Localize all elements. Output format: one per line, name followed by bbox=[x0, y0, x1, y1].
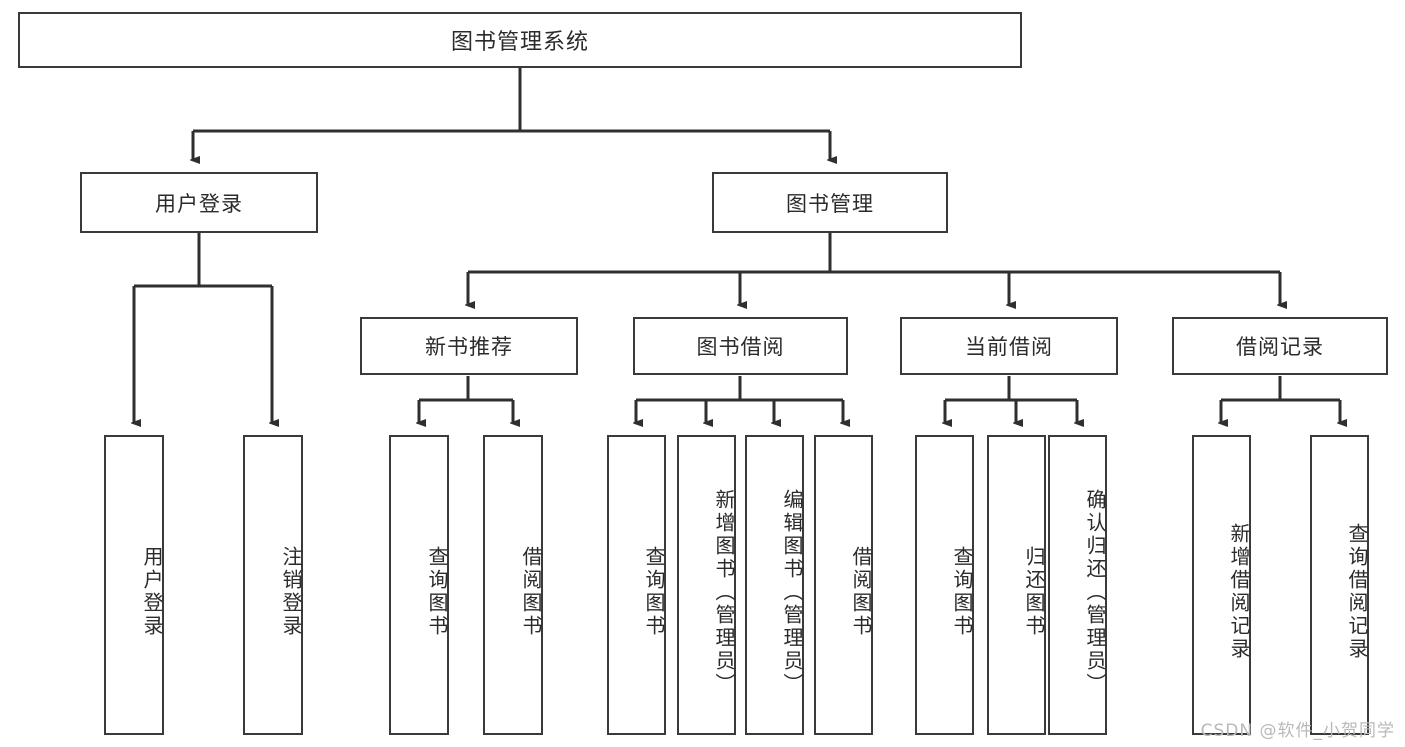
leaf-current-confirm-return[interactable]: 确认归还（管理员） bbox=[1048, 435, 1107, 735]
node-book-management[interactable]: 图书管理 bbox=[712, 172, 948, 233]
node-book-borrow[interactable]: 图书借阅 bbox=[633, 317, 848, 375]
node-label: 借阅图书 bbox=[849, 546, 873, 638]
leaf-record-query[interactable]: 查询借阅记录 bbox=[1310, 435, 1369, 735]
node-user-login[interactable]: 用户登录 bbox=[80, 172, 318, 233]
node-label: 新增图书（管理员） bbox=[712, 488, 736, 696]
node-root-system[interactable]: 图书管理系统 bbox=[18, 12, 1022, 68]
node-label: 查询图书 bbox=[950, 546, 974, 638]
leaf-new-book-query[interactable]: 查询图书 bbox=[389, 435, 449, 735]
leaf-borrow-add-book[interactable]: 新增图书（管理员） bbox=[677, 435, 736, 735]
node-label: 查询借阅记录 bbox=[1345, 523, 1369, 661]
node-label: 图书管理 bbox=[786, 191, 874, 216]
leaf-borrow-edit-book[interactable]: 编辑图书（管理员） bbox=[745, 435, 804, 735]
leaf-borrow-query-book[interactable]: 查询图书 bbox=[607, 435, 666, 735]
node-label: 借阅图书 bbox=[519, 546, 543, 638]
node-label: 新增借阅记录 bbox=[1227, 523, 1251, 661]
leaf-new-book-borrow[interactable]: 借阅图书 bbox=[483, 435, 543, 735]
node-label: 图书管理系统 bbox=[450, 30, 589, 55]
node-label: 借阅记录 bbox=[1236, 335, 1324, 359]
node-current-borrow[interactable]: 当前借阅 bbox=[900, 317, 1118, 375]
node-label: 图书借阅 bbox=[696, 335, 785, 359]
node-new-book-recommend[interactable]: 新书推荐 bbox=[360, 317, 578, 375]
node-label: 归还图书 bbox=[1022, 546, 1046, 638]
node-label: 查询图书 bbox=[425, 546, 449, 638]
node-label: 确认归还（管理员） bbox=[1083, 488, 1107, 696]
leaf-current-return-book[interactable]: 归还图书 bbox=[987, 435, 1046, 735]
node-label: 查询图书 bbox=[642, 546, 666, 638]
node-label: 当前借阅 bbox=[965, 335, 1053, 359]
node-label: 新书推荐 bbox=[425, 335, 513, 359]
node-label: 编辑图书（管理员） bbox=[780, 488, 804, 696]
leaf-current-query-book[interactable]: 查询图书 bbox=[915, 435, 974, 735]
node-label: 用户登录 bbox=[140, 546, 164, 638]
node-label: 用户登录 bbox=[155, 191, 243, 216]
leaf-user-login-login[interactable]: 用户登录 bbox=[104, 435, 164, 735]
node-label: 注销登录 bbox=[279, 546, 303, 638]
leaf-record-add[interactable]: 新增借阅记录 bbox=[1192, 435, 1251, 735]
leaf-borrow-borrow-book[interactable]: 借阅图书 bbox=[814, 435, 873, 735]
leaf-user-login-logout[interactable]: 注销登录 bbox=[243, 435, 303, 735]
node-borrow-record[interactable]: 借阅记录 bbox=[1172, 317, 1388, 375]
watermark-text: CSDN @软件_小贺同学 bbox=[1200, 721, 1395, 741]
